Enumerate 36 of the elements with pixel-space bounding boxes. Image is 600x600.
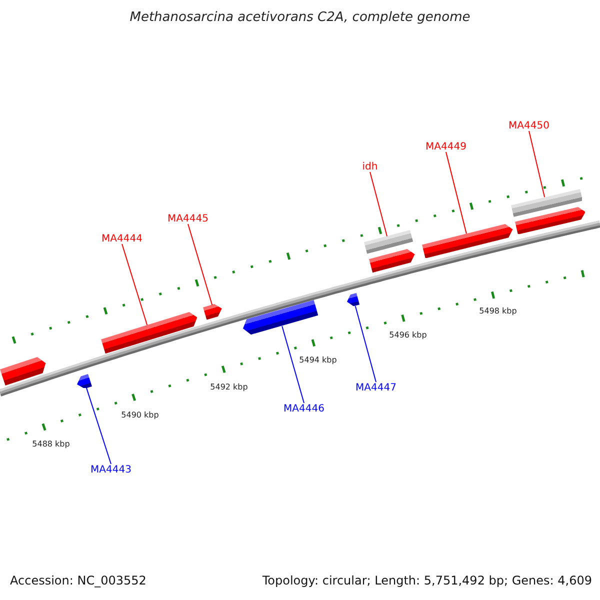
- gene-bar: [369, 249, 415, 273]
- tick-label: 5494 kbp: [299, 356, 337, 366]
- leader-line: [282, 326, 304, 404]
- gene-label: MA4443: [90, 464, 132, 475]
- gene-bar: [510, 188, 582, 217]
- leader-line: [188, 224, 213, 306]
- leader-line: [122, 244, 148, 326]
- gene-bar: [514, 206, 585, 234]
- leader-line: [354, 305, 376, 382]
- gene-label: MA4444: [102, 233, 142, 244]
- accession-text: Accession: NC_003552: [10, 574, 146, 588]
- tick-label: 5498 kbp: [479, 308, 517, 316]
- gene-bar: [0, 357, 46, 386]
- gene-bar: [347, 293, 360, 306]
- gene-bar: [203, 304, 222, 320]
- leader-line: [370, 172, 388, 237]
- gene-bar: [364, 230, 414, 254]
- gene-label: MA4445: [168, 213, 208, 224]
- tick-label: 5496 kbp: [389, 332, 427, 340]
- tick-label: 5488 kbp: [32, 440, 70, 450]
- gene-bar: [77, 374, 92, 388]
- tick-label: 5490 kbp: [121, 412, 159, 420]
- gene-label: MA4450: [508, 120, 550, 131]
- genome-stats-text: Topology: circular; Length: 5,751,492 bp; Genes: 4,609: [262, 574, 592, 588]
- gene-label: MA4447: [356, 382, 396, 393]
- gene-bar: [100, 312, 197, 354]
- leader-line: [528, 130, 546, 198]
- gene-bar: [243, 300, 318, 336]
- gene-label: MA4446: [284, 403, 324, 414]
- diagram-title: Methanosarcina acetivorans C2A, complete genome: [130, 10, 470, 26]
- tick-label: 5492 kbp: [210, 384, 248, 392]
- gene-label: idh: [362, 161, 378, 172]
- gene-bar: [422, 224, 513, 258]
- gene-label: MA4449: [426, 141, 466, 152]
- leader-line: [86, 387, 112, 464]
- leader-line: [446, 152, 467, 234]
